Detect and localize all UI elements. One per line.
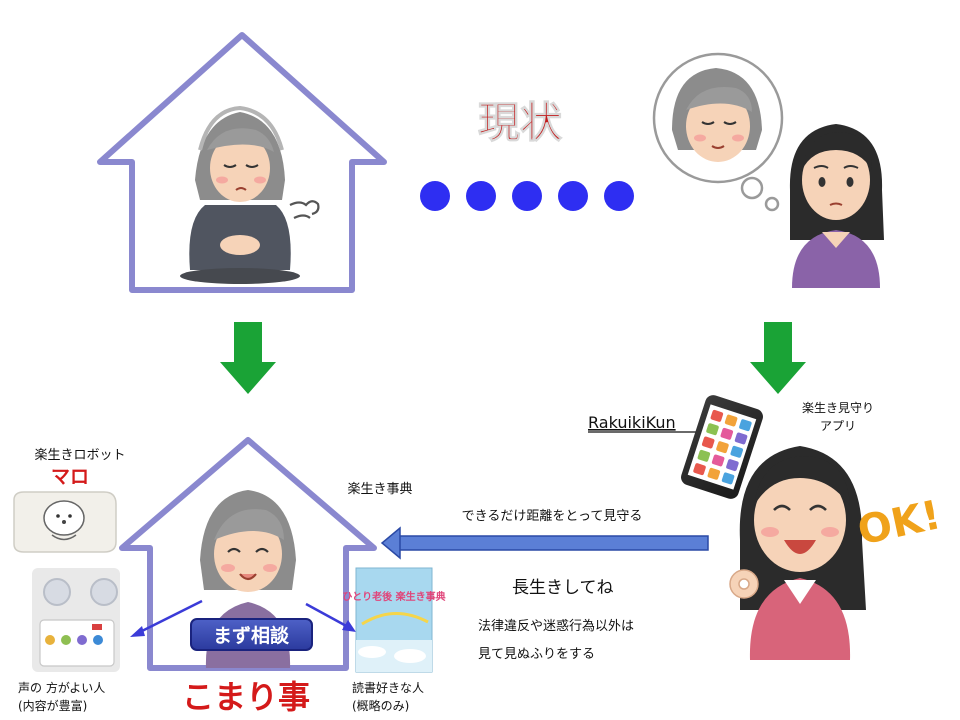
consult-badge-label: まず相談 xyxy=(213,624,290,647)
app-tile-icon xyxy=(720,427,734,440)
app-tile-icon xyxy=(697,449,711,462)
status-title: 現状 xyxy=(478,98,563,147)
green-down-arrow-left xyxy=(220,322,276,394)
app-tile-icon xyxy=(730,445,743,458)
app-caption-line2: アプリ xyxy=(820,419,856,433)
robot-caption: 楽生きロボット xyxy=(34,447,125,463)
voice-device-illustration xyxy=(32,568,120,672)
book-cover-text: ひとり老後 楽生き事典 xyxy=(342,590,445,603)
app-tile-icon xyxy=(693,463,706,476)
reader-caption-line1: 読書好きな人 xyxy=(352,680,424,695)
app-tile-icon xyxy=(716,441,729,454)
ok-text: OK! xyxy=(854,492,945,554)
voice-caption-line2: (内容が豊富) xyxy=(18,698,87,713)
ellipsis-dot xyxy=(558,181,588,211)
watch-label: できるだけ距離をとって見守る xyxy=(462,509,643,524)
reader-caption-line2: (概略のみ) xyxy=(352,698,409,713)
smartphone-icon xyxy=(681,395,763,499)
app-tile-icon xyxy=(710,409,724,422)
dictionary-title: 楽生き事典 xyxy=(347,481,412,497)
app-tile-icon xyxy=(707,467,721,480)
consult-first-badge: まず相談 xyxy=(190,618,313,651)
app-tile-icon xyxy=(726,459,739,472)
app-tile-icon xyxy=(721,472,735,485)
arrow-to-device xyxy=(130,599,203,637)
ellipsis-dot xyxy=(512,181,542,211)
worried-daughter-illustration xyxy=(789,124,884,288)
app-tile-icon xyxy=(739,419,752,432)
robot-maro-illustration xyxy=(13,491,117,553)
ellipsis-dot xyxy=(420,181,450,211)
app-caption-line1: 楽生き見守り xyxy=(802,401,874,415)
sigh-puff-icon xyxy=(289,200,320,219)
rule-line1: 法律違反や迷惑行為以外は xyxy=(478,618,634,634)
green-down-arrow-right xyxy=(750,322,806,394)
app-tile-icon xyxy=(724,414,738,427)
sad-grandmother-illustration xyxy=(180,105,300,284)
app-tile-icon xyxy=(706,423,719,436)
ellipsis-dot xyxy=(466,181,496,211)
grandmother-face-thought-icon xyxy=(672,68,762,162)
app-tile-icon xyxy=(701,436,715,449)
app-tile-icon xyxy=(711,454,725,467)
app-name: RakuikiKun xyxy=(588,413,676,432)
robot-name: マロ xyxy=(51,466,89,488)
trouble-label: こまり事 xyxy=(182,678,310,716)
app-tile-icon xyxy=(734,432,748,445)
ellipsis-dot xyxy=(604,181,634,211)
dictionary-book-illustration: ひとり老後 楽生き事典 xyxy=(342,567,446,673)
watch-arrow xyxy=(380,526,709,560)
rule-line2: 見て見ぬふりをする xyxy=(478,647,595,662)
arrow-to-book xyxy=(305,602,356,632)
ok-daughter-illustration xyxy=(729,446,866,660)
ellipsis-dots xyxy=(420,181,634,211)
message-long-live: 長生きしてね xyxy=(512,578,614,598)
voice-caption-line1: 声の 方がよい人 xyxy=(18,680,105,695)
